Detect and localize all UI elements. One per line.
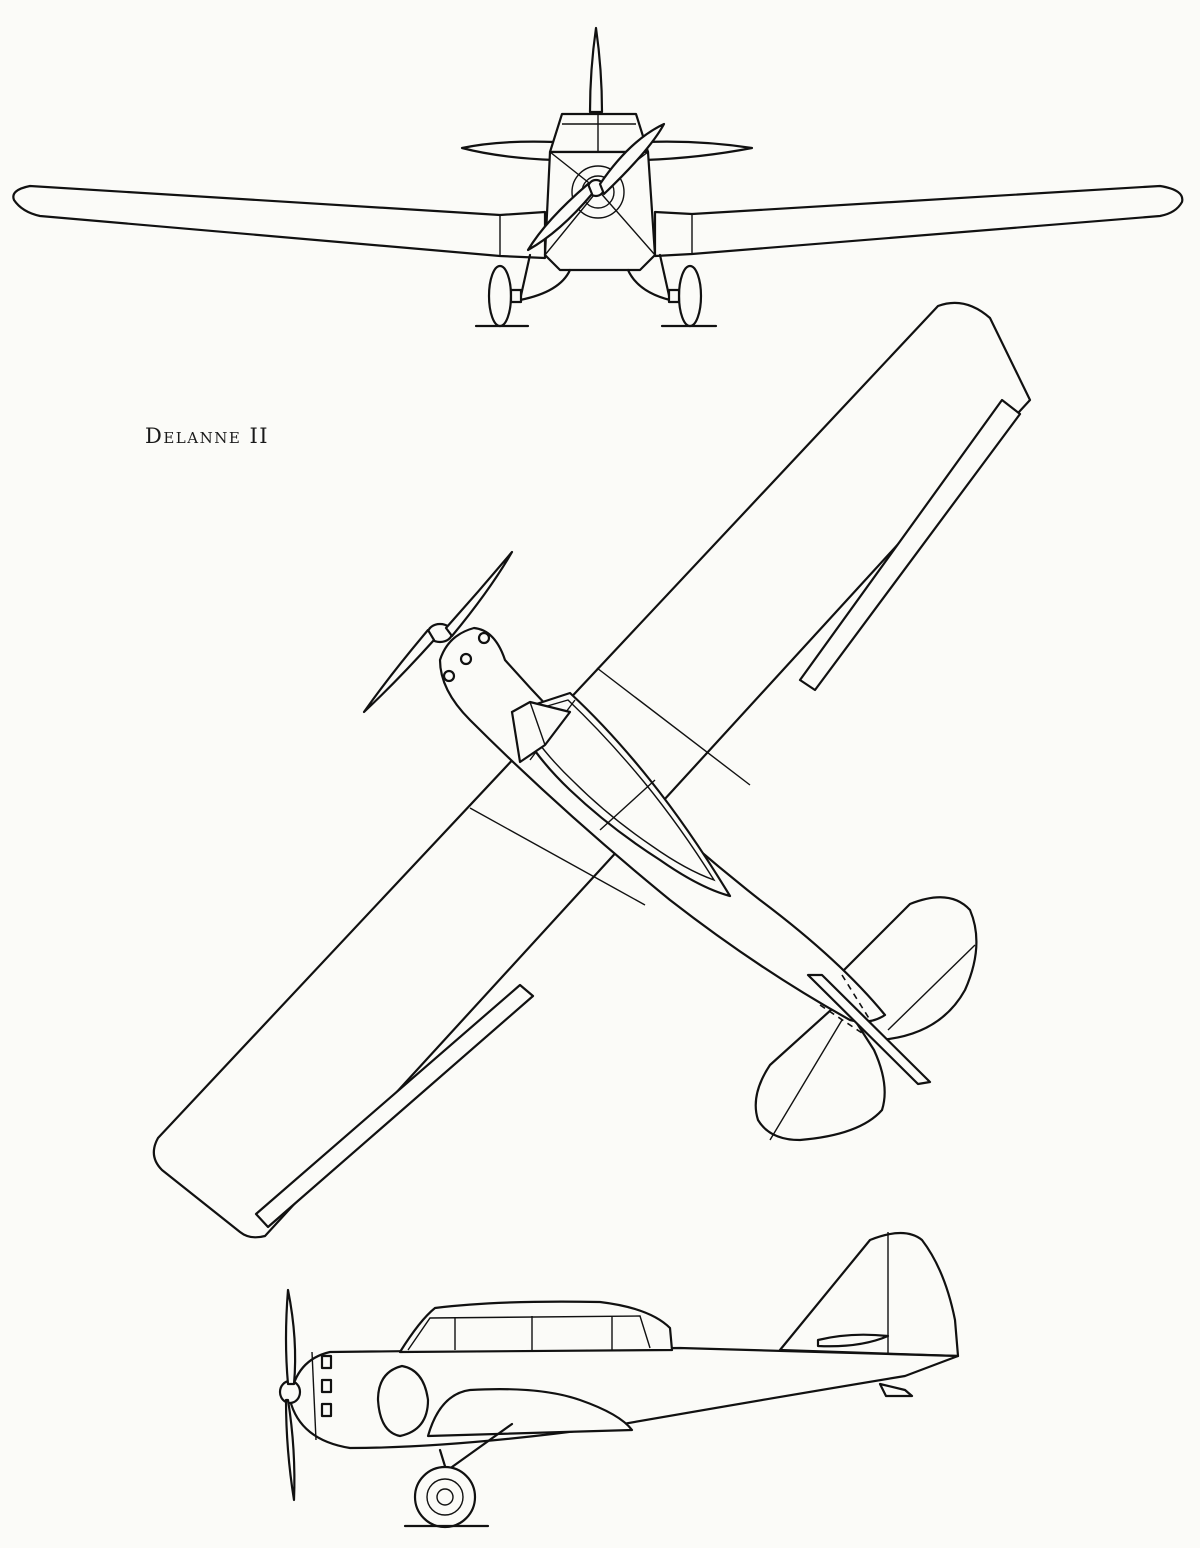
plan-view <box>152 301 1032 1239</box>
front-right-wheel <box>677 264 703 328</box>
plan-rudder <box>806 973 932 1086</box>
front-left-wing <box>12 184 547 260</box>
side-door <box>376 1364 430 1438</box>
plan-right-aileron <box>798 398 1022 692</box>
side-wheel <box>413 1465 477 1529</box>
plan-canopy <box>510 691 732 898</box>
side-view <box>278 1231 960 1529</box>
front-engine-cowl <box>571 165 625 219</box>
side-propeller <box>284 1288 297 1386</box>
side-tail-skid <box>878 1382 914 1398</box>
front-right-wing <box>653 184 1184 258</box>
plan-left-aileron <box>254 983 535 1229</box>
front-view <box>12 26 1184 328</box>
plan-propeller <box>444 550 514 638</box>
aircraft-caption: Delanne II <box>145 424 270 448</box>
front-tailplane <box>460 140 557 162</box>
front-gear-struts <box>518 268 672 302</box>
front-fin <box>588 26 604 114</box>
front-left-wheel <box>487 264 513 328</box>
side-cabin <box>398 1300 674 1354</box>
side-cowling-fasteners <box>311 1351 333 1441</box>
plan-lower-stabilizer <box>754 998 886 1142</box>
front-propeller <box>598 122 666 196</box>
side-wing-fairing <box>426 1388 634 1438</box>
side-tailplane <box>816 1333 890 1348</box>
